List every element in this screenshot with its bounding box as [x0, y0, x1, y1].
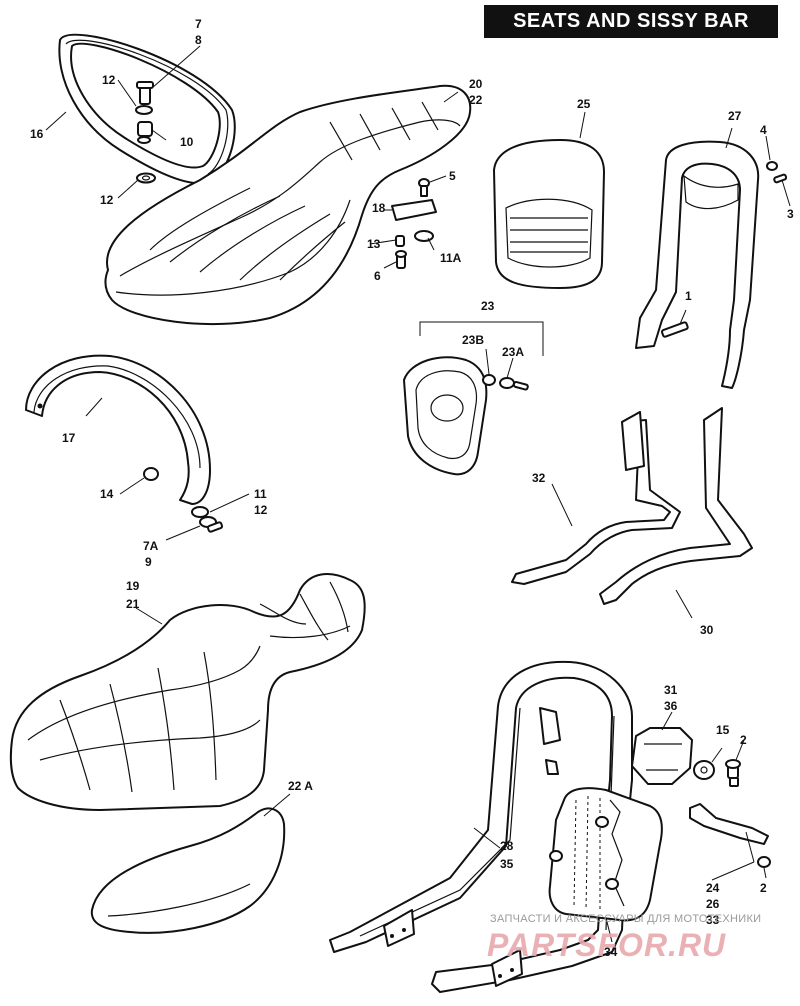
callout-20: 20: [469, 77, 483, 91]
callout-12: 12: [254, 503, 268, 517]
callout-8: 8: [195, 33, 202, 47]
callout-21: 21: [126, 597, 140, 611]
callout-35: 35: [500, 857, 514, 871]
backrest-pad-23: [403, 321, 544, 476]
sissy-bar-upright-27: [635, 140, 788, 389]
pad-hardware-15-2: [693, 759, 741, 787]
callout-12: 12: [100, 193, 114, 207]
callout-22A: 22 A: [288, 779, 313, 793]
callout-4: 4: [760, 123, 767, 137]
rear-strap-hardware: [143, 467, 224, 533]
callout-5: 5: [449, 169, 456, 183]
sissy-bar-frame-28-35: [329, 660, 633, 993]
callout-9: 9: [145, 555, 152, 569]
medallion-plate-31-36: [631, 727, 693, 785]
callout-16: 16: [30, 127, 44, 141]
callout-23: 23: [481, 299, 495, 313]
callout-7A: 7A: [143, 539, 159, 553]
callout-22: 22: [469, 93, 483, 107]
leader-lines: [45, 45, 791, 943]
watermark-caption: ЗАПЧАСТИ И АКСЕССУАРЫ ДЛЯ МОТОТЕХНИКИ: [490, 913, 762, 925]
callout-23B: 23B: [462, 333, 485, 347]
callout-32: 32: [532, 471, 546, 485]
callout-7: 7: [195, 17, 202, 31]
callout-33: 33: [706, 913, 720, 927]
callout-2: 2: [760, 881, 767, 895]
callout-13: 13: [367, 237, 381, 251]
seat-bracket-hardware: [391, 178, 437, 269]
callout-18: 18: [372, 201, 386, 215]
callout-25: 25: [577, 97, 591, 111]
callout-11: 11: [254, 487, 267, 501]
callout-15: 15: [716, 723, 730, 737]
callout-2: 2: [740, 733, 747, 747]
diagram-title: SEATS AND SISSY BAR: [513, 10, 749, 32]
pad-bracket-24-26-33: [689, 803, 771, 868]
callout-6: 6: [374, 269, 381, 283]
stepped-seat-20-22: [104, 84, 472, 326]
callout-36: 36: [664, 699, 678, 713]
backrest-bracket: [539, 707, 561, 775]
callout-11A: 11A: [440, 251, 462, 265]
callout-19: 19: [126, 579, 140, 593]
callout-26: 26: [706, 897, 720, 911]
backrest-cushion-34: [548, 787, 663, 922]
touring-seat-19-21: [9, 573, 366, 811]
rear-strap-17: [25, 354, 211, 505]
callout-31: 31: [664, 683, 678, 697]
callout-27: 27: [728, 109, 742, 123]
callout-23A: 23A: [502, 345, 525, 359]
callout-24: 24: [706, 881, 720, 895]
callout-1: 1: [685, 289, 692, 303]
side-plate-32: [511, 411, 681, 585]
solo-seat-22A: [90, 807, 286, 934]
watermark-logo: PARTSFOR.RU: [487, 927, 727, 963]
callout-12: 12: [102, 73, 116, 87]
callout-10: 10: [180, 135, 194, 149]
callout-28: 28: [500, 839, 514, 853]
callout-30: 30: [700, 623, 714, 637]
backrest-pad-25: [493, 139, 605, 289]
callout-17: 17: [62, 431, 76, 445]
side-plate-30: [599, 407, 753, 605]
strap-hardware: [135, 81, 156, 184]
callout-3: 3: [787, 207, 794, 221]
callout-34: 34: [604, 945, 618, 959]
title-banner: SEATS AND SISSY BAR: [484, 5, 778, 38]
callout-14: 14: [100, 487, 114, 501]
